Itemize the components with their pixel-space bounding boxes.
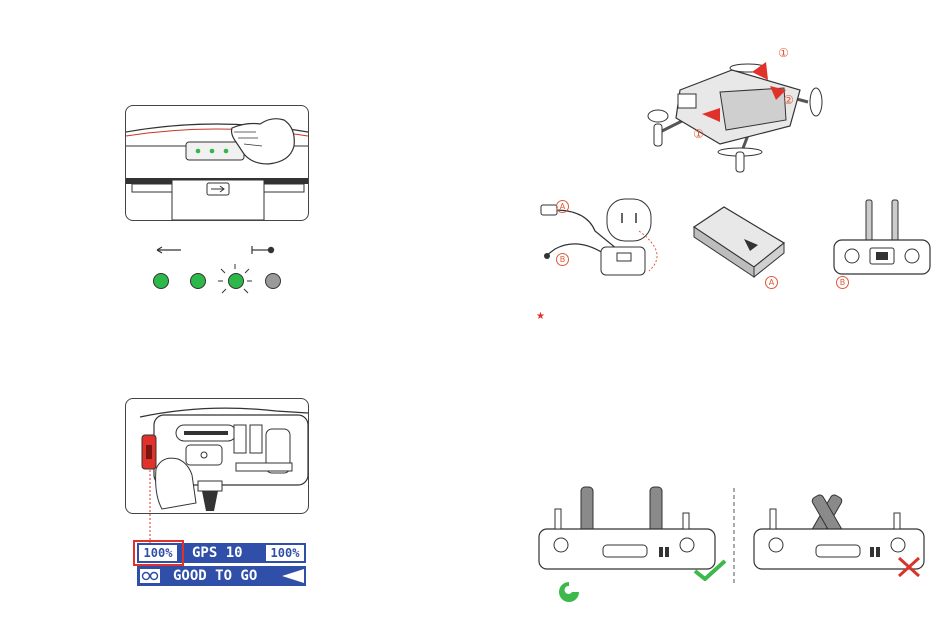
- battery-led-figure: [125, 105, 309, 221]
- callout-1-top: ①: [778, 48, 789, 59]
- battery-pack-illustration: [692, 205, 786, 279]
- lcd-battery-right: 100%: [266, 545, 304, 561]
- led-4: [265, 273, 281, 289]
- lcd-gps: GPS 10: [192, 543, 264, 563]
- direction-arrow-icon: [282, 569, 304, 583]
- callout-2: ②: [783, 95, 794, 106]
- remote-label-b: B: [836, 276, 849, 289]
- brand-logo-icon: [556, 580, 582, 604]
- remote-correct-antenna: [537, 485, 719, 581]
- divider-dashed: [732, 488, 736, 584]
- battery-label-a: A: [765, 276, 778, 289]
- led-2: [190, 273, 206, 289]
- blink-rays-icon: [218, 264, 252, 296]
- dual-motor-icon: [139, 568, 161, 584]
- highlight-box: [133, 540, 184, 566]
- charger-label-a: A: [556, 200, 569, 213]
- press-hold-icon: [250, 244, 276, 256]
- check-icon: [693, 559, 727, 581]
- usb-icon: [206, 182, 230, 196]
- arrow-left-icon: [155, 244, 185, 256]
- hand-icon: [226, 110, 298, 166]
- cross-icon: [896, 556, 922, 578]
- led-1: [153, 273, 169, 289]
- remote-illustration: [832, 198, 932, 278]
- guide-line: [145, 462, 155, 546]
- charger-label-b: B: [556, 253, 569, 266]
- drone-illustration: [640, 52, 840, 176]
- callout-1-bottom: ①: [693, 129, 704, 140]
- note-star: ★: [536, 311, 545, 322]
- lcd-status: GOOD TO GO: [173, 566, 273, 586]
